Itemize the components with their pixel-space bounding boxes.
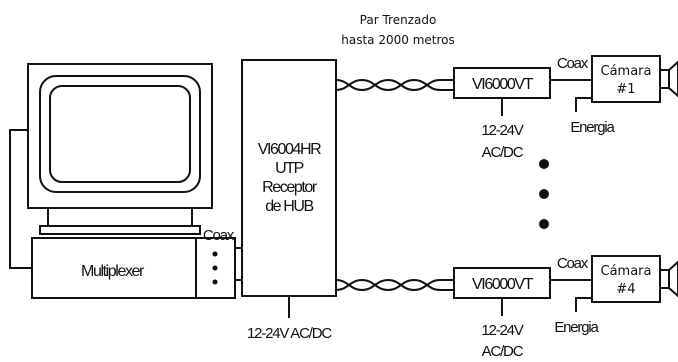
camera-energy-label-top: Energia: [570, 119, 615, 136]
hub-label-model: VI6004HR: [258, 141, 321, 158]
monitor-icon: [27, 63, 213, 235]
camera-power-lead-top: [575, 97, 592, 112]
cable-label-line2: hasta 2000 metros: [341, 33, 454, 47]
camera-label-top-line2: #1: [616, 82, 635, 97]
cable-label-line1: Par Trenzado: [360, 13, 437, 27]
hub-power-label: 12-24V AC/DC: [247, 325, 332, 342]
camera-coax-label-top: Coax: [557, 55, 589, 72]
transmitter-power-top-line2: AC/DC: [482, 144, 524, 161]
transmitter-label-bottom: VI6000VT: [472, 276, 534, 293]
twisted-pair-bottom: [335, 278, 454, 292]
multiplexer-coax-label: Coax: [203, 227, 235, 244]
twisted-pair-top: [335, 78, 454, 92]
camera-coax-label-bottom: Coax: [557, 255, 589, 272]
hub-label-hub: de HUB: [265, 198, 313, 215]
camera-label-bottom-line1: Cámara: [601, 264, 652, 279]
camera-box-top: [591, 55, 661, 103]
camera-lens-icon-bottom: [659, 260, 678, 298]
camera-lens-icon-top: [659, 60, 678, 98]
camera-label-bottom-line2: #4: [616, 282, 635, 297]
monitor-cable: [9, 129, 32, 269]
hub-label-receptor: Receptor: [262, 179, 318, 196]
transmitter-power-bottom-line1: 12-24V: [481, 322, 523, 339]
more-channels-icon: [539, 159, 549, 229]
transmitter-power-bottom-line2: AC/DC: [482, 343, 524, 360]
camera-energy-label-bottom: Energia: [554, 319, 599, 336]
camera-label-top-line1: Cámara: [601, 64, 652, 79]
transmitter-box-top: [453, 67, 551, 99]
multiplexer-box: [31, 237, 236, 299]
transmitter-label-top: VI6000VT: [472, 76, 534, 93]
hub-label-utp: UTP: [275, 160, 304, 177]
hub-receiver-box: [241, 59, 337, 297]
camera-power-lead-bottom: [575, 297, 592, 312]
transmitter-power-top-line1: 12-24V: [481, 122, 523, 139]
multiplexer-label: Multiplexer: [81, 263, 145, 280]
